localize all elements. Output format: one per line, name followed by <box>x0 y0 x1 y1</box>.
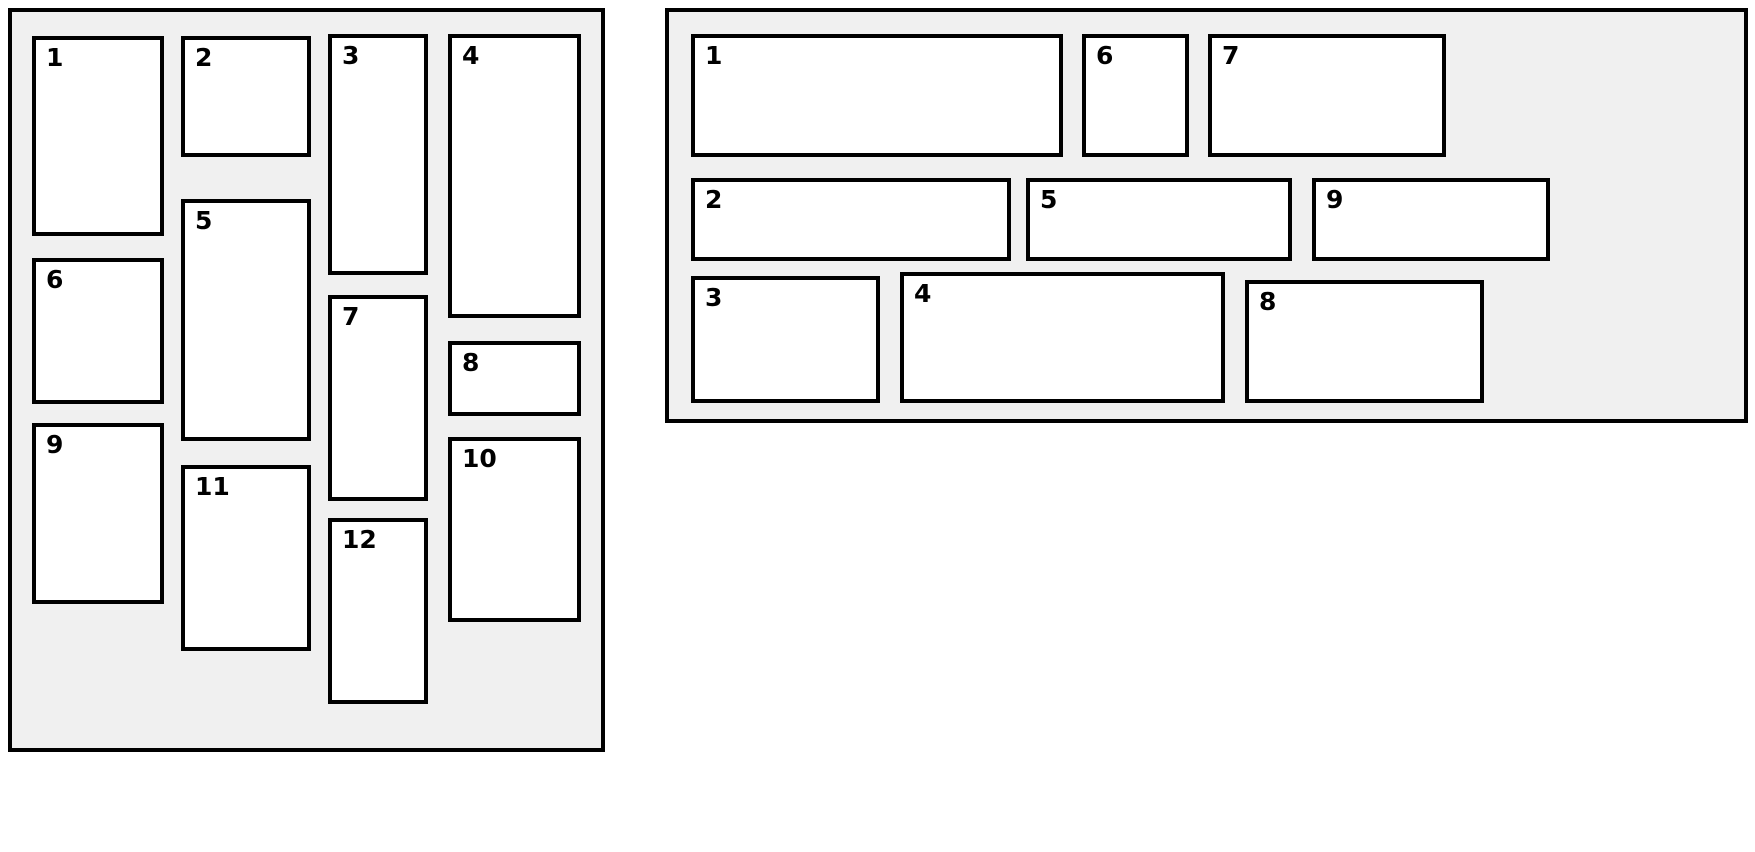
box-label: 1 <box>46 43 64 72</box>
box-label: 11 <box>195 472 230 501</box>
box-7[interactable]: 7 <box>1208 34 1446 157</box>
box-6[interactable]: 6 <box>32 258 164 404</box>
box-1[interactable]: 1 <box>691 34 1063 157</box>
box-3[interactable]: 3 <box>691 276 880 403</box>
box-label: 10 <box>462 444 497 473</box>
box-2[interactable]: 2 <box>691 178 1011 261</box>
box-label: 6 <box>1096 41 1114 70</box>
box-10[interactable]: 10 <box>448 437 581 622</box>
box-label: 3 <box>705 283 723 312</box>
box-label: 5 <box>1040 185 1058 214</box>
box-5[interactable]: 5 <box>181 199 311 441</box>
box-label: 3 <box>342 41 360 70</box>
box-8[interactable]: 8 <box>1245 280 1484 403</box>
box-4[interactable]: 4 <box>448 34 581 318</box>
box-9[interactable]: 9 <box>32 423 164 604</box>
box-1[interactable]: 1 <box>32 36 164 236</box>
box-9[interactable]: 9 <box>1312 178 1550 261</box>
box-label: 8 <box>462 348 480 377</box>
box-label: 1 <box>705 41 723 70</box>
box-label: 9 <box>1326 185 1344 214</box>
right-panel: 1 6 7 2 5 9 3 4 8 <box>665 8 1748 423</box>
box-6[interactable]: 6 <box>1082 34 1189 157</box>
box-2[interactable]: 2 <box>181 36 311 157</box>
box-label: 5 <box>195 206 213 235</box>
box-label: 2 <box>705 185 723 214</box>
box-label: 4 <box>462 41 480 70</box>
box-label: 7 <box>1222 41 1240 70</box>
box-label: 6 <box>46 265 64 294</box>
box-label: 7 <box>342 302 360 331</box>
box-7[interactable]: 7 <box>328 295 428 501</box>
box-label: 8 <box>1259 287 1277 316</box>
box-8[interactable]: 8 <box>448 341 581 416</box>
box-11[interactable]: 11 <box>181 465 311 651</box>
box-4[interactable]: 4 <box>900 272 1225 403</box>
box-3[interactable]: 3 <box>328 34 428 275</box>
box-label: 4 <box>914 279 932 308</box>
box-12[interactable]: 12 <box>328 518 428 704</box>
box-5[interactable]: 5 <box>1026 178 1292 261</box>
box-label: 12 <box>342 525 377 554</box>
box-label: 9 <box>46 430 64 459</box>
box-label: 2 <box>195 43 213 72</box>
